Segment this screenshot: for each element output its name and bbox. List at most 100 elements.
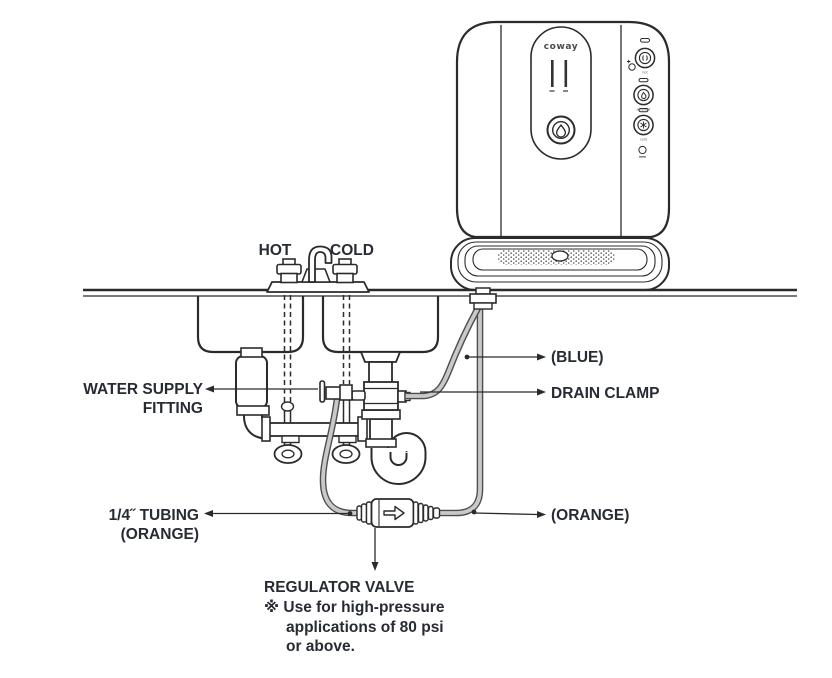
drip-tray [450,237,670,291]
left-sink-basin [196,296,305,354]
right-sink-basin [321,296,440,354]
faucet [266,245,370,293]
canister-body [235,355,268,409]
indicator-bar-left [551,60,554,87]
orange-tube [321,308,482,515]
drain-clamp-arrowhead [537,388,546,396]
drain-tailpiece [368,361,393,384]
cold-button-ring [637,118,650,132]
fitting-valve-handle [319,380,326,403]
hot-button-ring [638,51,652,65]
plus-icon [627,59,631,64]
counter-bulkhead-fitting [469,287,497,310]
drain-assembly [351,351,427,485]
pipe-flange-left [261,416,271,442]
selector-buttons: hot ambient cold [627,38,656,158]
fitting-lower-nut [473,302,493,310]
under-sink-canister-assembly [235,347,368,464]
fitting-nut [339,384,353,401]
clamp-bolt [351,390,366,401]
cold-handle-cap [332,263,358,275]
cold-label: COLD [330,242,374,259]
tray-ring-3 [472,248,648,271]
canister-bottom-flange [236,405,270,416]
sink-drain-flange [360,351,401,363]
fitting-body [325,386,342,400]
regulator-valve-note-2: applications of 80 psi [286,619,444,636]
pipe-flange-right [357,416,368,442]
hot-label: HOT [259,242,292,259]
quarter-tubing-label-2: (ORANGE) [121,526,199,543]
drain-clamp-label: DRAIN CLAMP [551,385,660,402]
water-supply-fitting [319,380,353,403]
valve-collar [432,507,441,519]
lock-mark [639,156,646,158]
canister-top-cap [240,347,263,358]
cold-led [638,108,649,113]
tray-ring-2 [464,245,656,277]
hot-handle-base [280,272,298,284]
trap-nut [365,438,397,448]
water-supply-fitting-arrowhead [205,385,214,393]
orange-label: (ORANGE) [551,507,629,524]
valve-thread-3 [422,504,429,522]
cold-shutoff-valve-center [339,449,353,459]
fitting-hex-nut [469,293,497,304]
regulator-valve-label: REGULATOR VALVE [264,579,414,596]
cold-handle-base [336,272,354,284]
ambient-button-ring [637,88,650,102]
ambient-led [638,78,649,83]
callouts: HOT COLD WATER SUPPLY FITTING (BLUE) DRA… [83,242,659,655]
blue-arrowhead [537,353,546,361]
indicator-mark-left [549,90,555,92]
valve-thread-1 [412,501,419,525]
blue-label: (BLUE) [551,349,604,366]
hot-handle-cap [276,263,302,275]
indicator-mark-right [563,90,568,92]
ambient-button-label: ambient [636,108,651,112]
flow-arrow-icon [383,505,405,521]
valve-collet-2 [360,503,368,523]
hot-button [634,47,656,69]
clamp-lower-flange [361,409,401,420]
orange-arrowhead [537,511,546,518]
quarter-tubing-arrowhead [204,510,213,517]
child-lock-icon [638,145,647,155]
tray-drain-hole [551,250,569,262]
regulator-valve-arrowhead [371,562,379,571]
fitting-collar [475,287,491,295]
lock-plus-icon [628,63,636,71]
front-control-panel [530,26,592,160]
hot-hose-nut [280,401,295,412]
ambient-button [633,84,654,106]
regulator-valve-note-3: or above. [286,638,355,655]
ambient-drop-icon [641,91,647,99]
hot-shutoff-valve-center [281,449,295,459]
brand-logo: coway [544,42,579,52]
water-drop-icon [555,123,567,138]
tubing [319,306,484,517]
indicator-bar-right [564,60,568,87]
spout [308,245,333,283]
regulator-valve-note-1: ※ Use for high-pressure [264,598,445,616]
quarter-tubing-label-1: 1/4˝ TUBING [109,507,199,524]
blue-tube [406,307,480,398]
horizontal-drain-pipe [265,422,364,437]
valve-thread-2 [417,502,424,524]
valve-thread-4 [427,505,434,521]
cold-snow-icon [640,121,647,129]
orange-leader [473,512,538,516]
spout-base [301,268,331,283]
regulator-valve [356,498,441,528]
water-supply-fitting-label-2: FITTING [143,400,203,417]
hot-valve-nut [281,435,300,444]
p-trap-fill [372,434,425,483]
cold-valve-nut [338,435,357,444]
water-supply-fitting-label-1: WATER SUPPLY [83,381,203,398]
cold-button [633,114,654,136]
hot-button-label: hot [642,71,648,75]
hot-led [640,38,650,43]
drain-clamp-body [363,381,399,411]
